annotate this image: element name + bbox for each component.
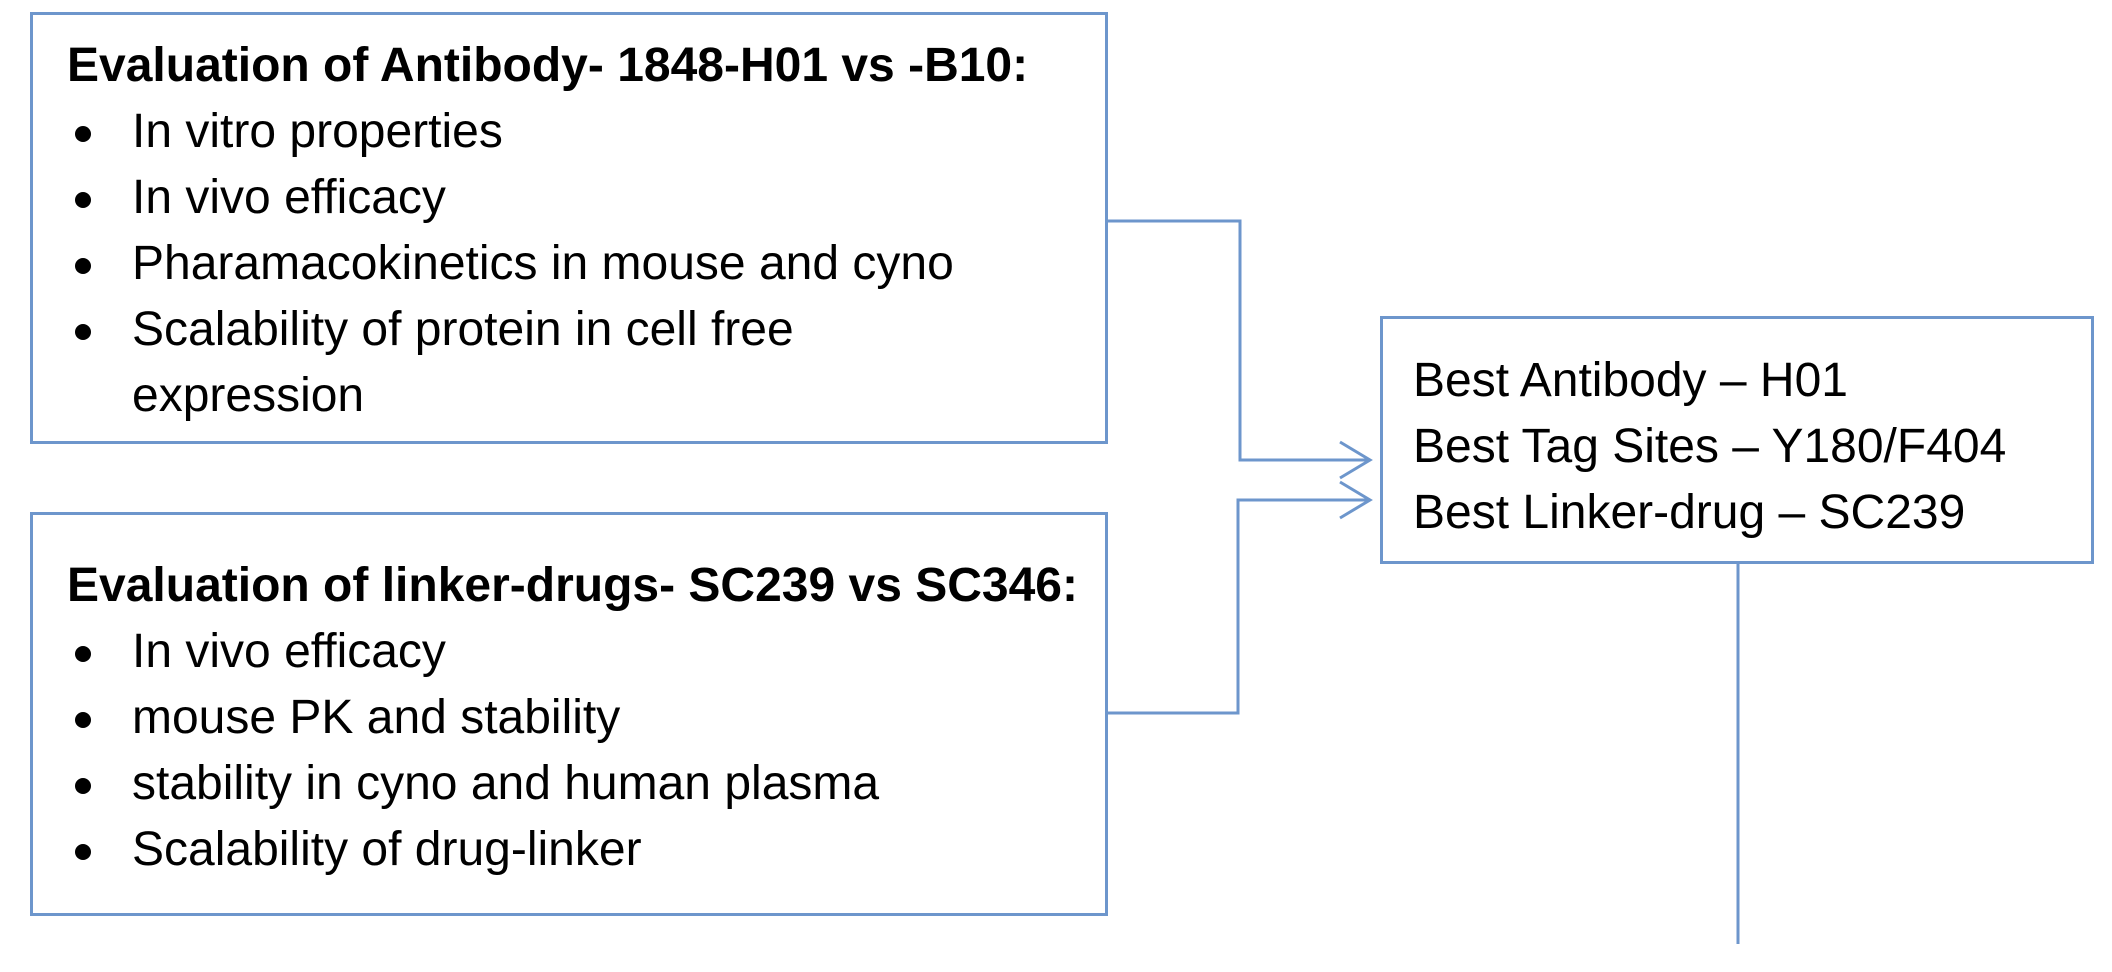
- list-item: Scalability of drug-linker: [67, 817, 1105, 883]
- list-item: mouse PK and stability: [67, 685, 1105, 751]
- linker-drug-evaluation-box: Evaluation of linker-drugs- SC239 vs SC3…: [30, 512, 1108, 916]
- list-item: stability in cyno and human plasma: [67, 751, 1105, 817]
- list-item: Scalability of protein in cell free: [67, 297, 1105, 363]
- list-item: In vivo efficacy: [67, 619, 1105, 685]
- connector-linker-to-result: [1108, 498, 1368, 715]
- antibody-evaluation-heading: Evaluation of Antibody- 1848-H01 vs -B10…: [67, 39, 1029, 92]
- list-item: In vivo efficacy: [67, 165, 1105, 231]
- list-item-continuation: expression: [132, 369, 365, 422]
- antibody-evaluation-box: Evaluation of Antibody- 1848-H01 vs -B10…: [30, 12, 1108, 444]
- list-item: In vitro properties: [67, 99, 1105, 165]
- list-item: Pharamacokinetics in mouse and cyno: [67, 231, 1105, 297]
- best-tag-sites-line: Best Tag Sites – Y180/F404: [1413, 420, 2007, 473]
- best-selection-box: Best Antibody – H01 Best Tag Sites – Y18…: [1380, 316, 2094, 564]
- linker-drug-evaluation-heading: Evaluation of linker-drugs- SC239 vs SC3…: [67, 559, 1078, 612]
- arrowhead-linker: [1339, 480, 1373, 520]
- connector-antibody-to-result: [1108, 219, 1368, 462]
- arrowhead-antibody: [1339, 440, 1373, 480]
- antibody-evaluation-list: In vitro properties In vivo efficacy Pha…: [67, 99, 1105, 363]
- linker-drug-evaluation-list: In vivo efficacy mouse PK and stability …: [67, 619, 1105, 883]
- best-antibody-line: Best Antibody – H01: [1413, 354, 1848, 407]
- best-linker-drug-line: Best Linker-drug – SC239: [1413, 486, 1966, 539]
